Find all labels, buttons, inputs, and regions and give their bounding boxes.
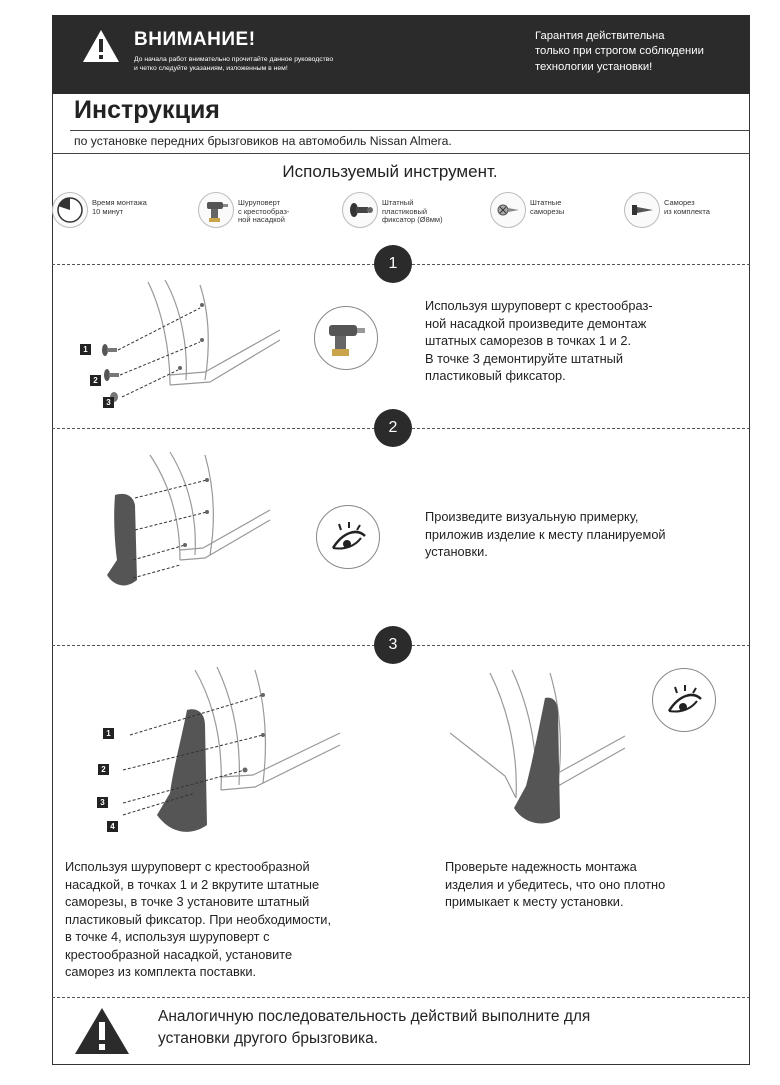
screw-icon [490, 192, 526, 228]
step-1-text: Используя шуруповерт с крестообраз- ной … [425, 298, 653, 383]
page-title: Инструкция [74, 96, 220, 124]
warning-icon [75, 1008, 129, 1054]
footer-divider [52, 997, 750, 998]
tools-heading: Используемый инструмент. [282, 162, 498, 181]
step-3-check-text: Проверьте надежность монтажа изделия и у… [445, 859, 666, 909]
callout-1: 1 [80, 344, 91, 355]
step-2-illustration [107, 451, 271, 586]
step-3-illustration-result [450, 669, 626, 824]
subtitle-divider [52, 153, 750, 154]
step-3-install-text: Используя шуруповерт с крестообразной на… [65, 859, 332, 979]
warranty-note: Гарантия действительна только при строго… [535, 30, 704, 73]
clock-icon [52, 192, 88, 228]
step-3-illustration-install [122, 666, 341, 832]
step-1-badge: 1 [374, 245, 412, 283]
callout-3: 3 [97, 797, 108, 808]
step-2-text: Произведите визуальную примерку, приложи… [425, 509, 666, 559]
inspect-step-icon [316, 505, 380, 569]
callout-1: 1 [103, 728, 114, 739]
fixator-icon [342, 192, 378, 228]
drill-step-icon [314, 306, 378, 370]
callout-4: 4 [107, 821, 118, 832]
title-divider [70, 130, 750, 131]
step-2-badge: 2 [374, 409, 412, 447]
warning-title: ВНИМАНИЕ! [134, 29, 256, 50]
step-3-badge: 3 [374, 626, 412, 664]
step-1-illustration [102, 280, 281, 402]
eye-icon [331, 522, 366, 550]
drill-icon [329, 325, 365, 356]
eye-icon [667, 685, 702, 713]
callout-2: 2 [90, 375, 101, 386]
drill-icon [198, 192, 234, 228]
warning-text: До начала работ внимательно прочитайте д… [134, 56, 334, 72]
warning-header: ВНИМАНИЕ! До начала работ внимательно пр… [52, 15, 750, 94]
inspect-final-icon [652, 668, 716, 732]
callout-2: 2 [98, 764, 109, 775]
callout-3: 3 [103, 397, 114, 408]
kit-screw-icon [624, 192, 660, 228]
page-subtitle: по установке передних брызговиков на авт… [74, 134, 452, 148]
footer-note: Аналогичную последовательность действий … [158, 1008, 591, 1047]
warning-icon [83, 30, 119, 62]
